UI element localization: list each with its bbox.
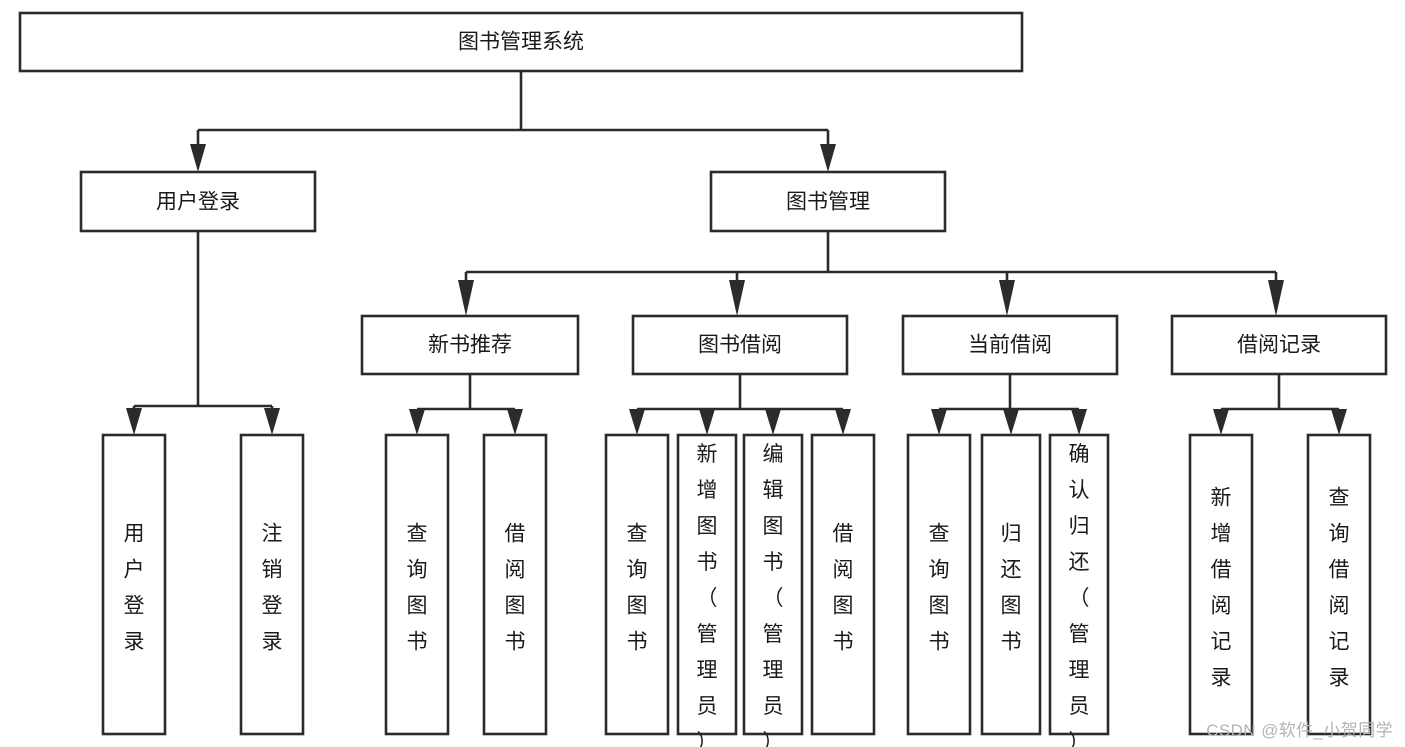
arrow-head-leaf-query-book-rec xyxy=(409,409,425,435)
node-leaf-return-book-label: 归还图书 xyxy=(1001,523,1022,654)
node-current-borrow-rect[interactable] xyxy=(901,314,1119,376)
arrow-head-leaf-confirm-return xyxy=(1071,409,1087,435)
node-borrow-record[interactable]: 借阅记录 xyxy=(1170,314,1388,376)
node-leaf-add-record[interactable]: 新增借阅记录 xyxy=(1188,433,1254,736)
node-leaf-borrow-book-label: 借阅图书 xyxy=(833,523,854,654)
node-leaf-add-book[interactable]: 新增图书（管理员） xyxy=(676,433,738,747)
node-leaf-query-book-rec-rect[interactable] xyxy=(384,433,450,736)
node-leaf-user-login[interactable]: 用户登录 xyxy=(101,433,167,736)
node-leaf-logout[interactable]: 注销登录 xyxy=(239,433,305,736)
node-leaf-return-book-rect[interactable] xyxy=(980,433,1042,736)
node-leaf-query-record-label: 查询借阅记录 xyxy=(1329,487,1350,690)
node-book-manage[interactable]: 图书管理 xyxy=(709,170,947,233)
node-leaf-edit-book-label: 编辑图书（管理员） xyxy=(763,443,784,747)
arrow-head-leaf-add-book xyxy=(699,409,715,435)
arrow-head-leaf-borrow-book xyxy=(835,409,851,435)
node-leaf-query-book-cur-label: 查询图书 xyxy=(929,523,950,654)
node-root-rect[interactable] xyxy=(18,11,1024,73)
node-leaf-logout-label: 注销登录 xyxy=(262,523,283,654)
node-book-manage-label: 图书管理 xyxy=(786,191,870,214)
node-current-borrow[interactable]: 当前借阅 xyxy=(901,314,1119,376)
node-book-borrow-label: 图书借阅 xyxy=(698,334,782,357)
node-leaf-query-book-rec[interactable]: 查询图书 xyxy=(384,433,450,736)
node-user-login-rect[interactable] xyxy=(79,170,317,233)
node-new-book-rec-label: 新书推荐 xyxy=(428,334,512,357)
node-leaf-add-record-label: 新增借阅记录 xyxy=(1211,487,1232,690)
node-borrow-record-rect[interactable] xyxy=(1170,314,1388,376)
arrow-head-current-borrow xyxy=(999,280,1015,316)
node-leaf-query-book-rec-label: 查询图书 xyxy=(407,523,428,654)
node-book-borrow-rect[interactable] xyxy=(631,314,849,376)
node-leaf-query-book-borrow-label: 查询图书 xyxy=(627,523,648,654)
node-leaf-confirm-return-label: 确认归还（管理员） xyxy=(1069,443,1090,747)
node-user-login-label: 用户登录 xyxy=(156,191,240,214)
node-book-borrow[interactable]: 图书借阅 xyxy=(631,314,849,376)
node-leaf-query-book-cur-rect[interactable] xyxy=(906,433,972,736)
arrow-head-leaf-user-login xyxy=(126,408,142,435)
arrow-head-leaf-query-record xyxy=(1331,409,1347,435)
arrow-head-new-book-rec xyxy=(458,280,474,316)
node-leaf-query-record[interactable]: 查询借阅记录 xyxy=(1306,433,1372,736)
node-leaf-borrow-book-rec-label: 借阅图书 xyxy=(505,523,526,654)
arrow-head-leaf-query-book-borrow xyxy=(629,409,645,435)
arrow-head-book-borrow xyxy=(729,280,745,316)
node-leaf-user-login-rect[interactable] xyxy=(101,433,167,736)
node-leaf-borrow-book-rec[interactable]: 借阅图书 xyxy=(482,433,548,736)
arrow-head-leaf-return-book xyxy=(1003,409,1019,435)
node-leaf-edit-book[interactable]: 编辑图书（管理员） xyxy=(742,433,804,747)
connector-layer xyxy=(126,71,1347,435)
node-leaf-logout-rect[interactable] xyxy=(239,433,305,736)
node-borrow-record-label: 借阅记录 xyxy=(1237,334,1321,357)
arrow-head-leaf-query-book-cur xyxy=(931,409,947,435)
node-leaf-borrow-book-rect[interactable] xyxy=(810,433,876,736)
node-leaf-edit-book-rect[interactable] xyxy=(742,433,804,736)
node-leaf-user-login-label: 用户登录 xyxy=(124,523,145,654)
node-leaf-add-record-rect[interactable] xyxy=(1188,433,1254,736)
node-leaf-return-book[interactable]: 归还图书 xyxy=(980,433,1042,736)
node-leaf-add-book-rect[interactable] xyxy=(676,433,738,736)
arrow-head-book-manage xyxy=(820,144,836,172)
csdn-watermark: CSDN @软件_小贺同学 xyxy=(1206,721,1393,740)
node-new-book-rec[interactable]: 新书推荐 xyxy=(360,314,580,376)
node-root[interactable]: 图书管理系统 xyxy=(18,11,1024,73)
node-current-borrow-label: 当前借阅 xyxy=(968,334,1052,357)
node-leaf-confirm-return-rect[interactable] xyxy=(1048,433,1110,736)
node-root-label: 图书管理系统 xyxy=(458,31,584,54)
node-leaf-query-book-borrow-rect[interactable] xyxy=(604,433,670,736)
node-leaf-borrow-book-rec-rect[interactable] xyxy=(482,433,548,736)
arrow-head-leaf-add-record xyxy=(1213,409,1229,435)
node-layer: 图书管理系统 用户登录 图书管理 新书推荐 图书借阅 xyxy=(18,11,1388,747)
arrow-head-leaf-borrow-book-rec xyxy=(507,409,523,435)
arrow-head-leaf-logout xyxy=(264,408,280,435)
node-leaf-query-record-rect[interactable] xyxy=(1306,433,1372,736)
arrow-head-leaf-edit-book xyxy=(765,409,781,435)
arrow-head-borrow-record xyxy=(1268,280,1284,316)
arrow-head-user-login xyxy=(190,144,206,172)
node-leaf-add-book-label: 新增图书（管理员） xyxy=(697,443,718,747)
node-book-manage-rect[interactable] xyxy=(709,170,947,233)
node-new-book-rec-rect[interactable] xyxy=(360,314,580,376)
node-leaf-borrow-book[interactable]: 借阅图书 xyxy=(810,433,876,736)
node-user-login[interactable]: 用户登录 xyxy=(79,170,317,233)
node-leaf-confirm-return[interactable]: 确认归还（管理员） xyxy=(1048,433,1110,747)
node-leaf-query-book-cur[interactable]: 查询图书 xyxy=(906,433,972,736)
node-leaf-query-book-borrow[interactable]: 查询图书 xyxy=(604,433,670,736)
